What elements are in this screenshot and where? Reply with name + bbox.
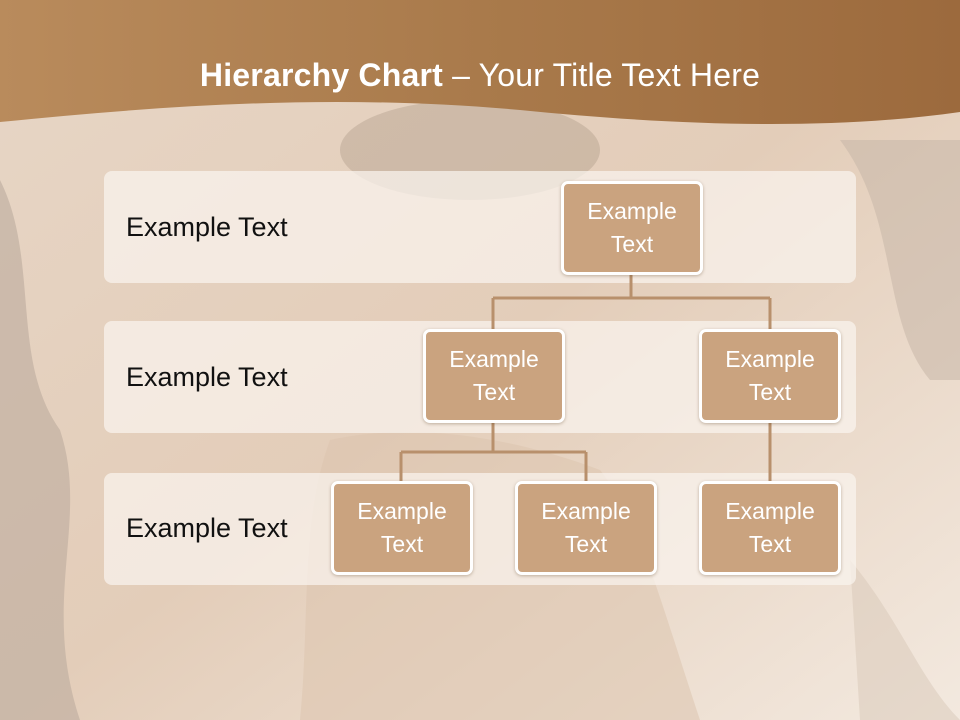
title-rest: – Your Title Text Here — [443, 57, 761, 93]
level-label-1: Example Text — [126, 212, 288, 242]
node-root[interactable]: Example Text — [561, 181, 703, 275]
header-banner — [0, 0, 960, 125]
node-level3-b[interactable]: Example Text — [515, 481, 657, 575]
node-level2-right[interactable]: Example Text — [699, 329, 841, 423]
page-title: Hierarchy Chart – Your Title Text Here — [0, 52, 960, 98]
node-level2-left[interactable]: Example Text — [423, 329, 565, 423]
node-level3-a[interactable]: Example Text — [331, 481, 473, 575]
title-bold: Hierarchy Chart — [199, 57, 443, 93]
level-band-1 — [104, 171, 856, 283]
node-level3-c[interactable]: Example Text — [699, 481, 841, 575]
level-label-2: Example Text — [126, 362, 288, 392]
level-label-3: Example Text — [126, 513, 288, 543]
